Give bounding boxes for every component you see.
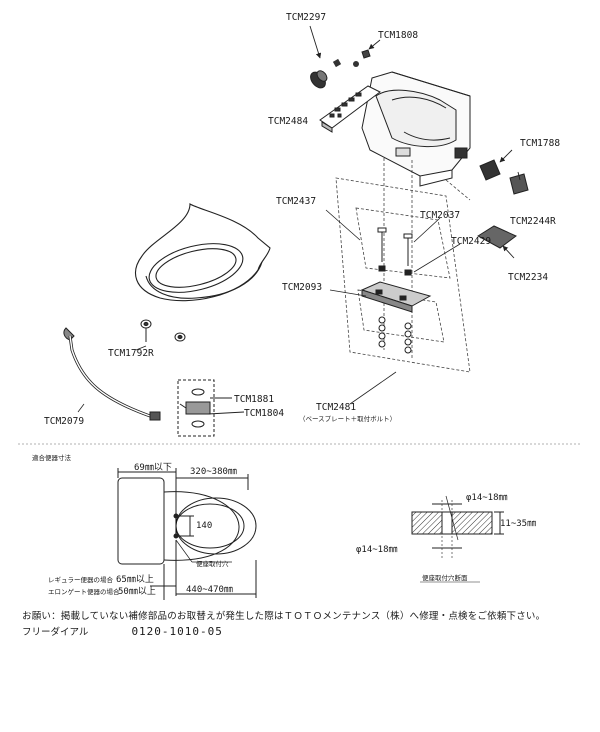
label-tcm2234: TCM2234 bbox=[508, 272, 548, 283]
label-tcm2037: TCM2037 bbox=[420, 210, 460, 221]
control-panel bbox=[319, 85, 381, 133]
seat-dimension-text: 69㎜以下 320~380㎜ 140 便座取付穴 レギュラー便器の場合 65㎜以… bbox=[48, 463, 237, 597]
label-tcm1881: TCM1881 bbox=[234, 394, 274, 405]
side-cover-part bbox=[477, 225, 517, 249]
regular-label: レギュラー便器の場合 bbox=[48, 575, 114, 584]
repair-note: お願い：掲載していない補修部品のお取替えが発生した際はＴＯＴＯメンテナンス（株）… bbox=[22, 611, 546, 622]
label-tcm2481-sub: （ベースプレート＋取付ボルト） bbox=[299, 414, 396, 423]
regular-value: 65㎜以上 bbox=[116, 574, 154, 585]
knob-part bbox=[310, 70, 328, 89]
seat-rubber-feet bbox=[140, 319, 186, 342]
screw-part bbox=[332, 58, 359, 68]
dim-320-380: 320~380㎜ bbox=[190, 467, 237, 477]
part-labels: TCM2297 TCM1808 TCM2484 TCM1788 TCM2244R… bbox=[44, 12, 560, 427]
seat-dimension-drawing bbox=[117, 468, 257, 600]
label-tcm2437: TCM2437 bbox=[276, 196, 316, 207]
hole-label: 便座取付穴 bbox=[196, 559, 229, 568]
elongated-label: エロンゲート便器の場合 bbox=[48, 587, 120, 596]
bolts bbox=[377, 227, 413, 354]
dim-140: 140 bbox=[196, 521, 212, 531]
label-tcm2481: TCM2481 bbox=[316, 402, 356, 413]
washlet-main-unit bbox=[361, 71, 471, 187]
small-cap-part bbox=[361, 49, 371, 59]
label-tcm1808: TCM1808 bbox=[378, 30, 418, 41]
center-leaders bbox=[325, 209, 461, 405]
hole-section-drawing bbox=[411, 495, 504, 560]
free-dial-number: 0120-1010-05 bbox=[131, 625, 223, 638]
label-tcm1804: TCM1804 bbox=[244, 408, 284, 419]
hole-thickness: 11~35㎜ bbox=[500, 519, 536, 529]
label-tcm2297: TCM2297 bbox=[286, 12, 326, 23]
label-tcm1788: TCM1788 bbox=[520, 138, 560, 149]
dim-69: 69㎜以下 bbox=[134, 463, 172, 473]
dim-440-470: 440~470㎜ bbox=[186, 585, 233, 595]
label-tcm2244r: TCM2244R bbox=[510, 216, 556, 227]
label-tcm2093: TCM2093 bbox=[282, 282, 322, 293]
dimensions-title: 適合便器寸法 bbox=[32, 453, 72, 462]
valve-assembly bbox=[177, 379, 245, 437]
label-tcm1792r: TCM1792R bbox=[108, 348, 154, 359]
water-hose bbox=[63, 327, 161, 421]
label-tcm2079: TCM2079 bbox=[44, 416, 84, 427]
label-tcm2429: TCM2429 bbox=[451, 236, 491, 247]
seat-leaders bbox=[77, 345, 147, 413]
hole-section-text: φ14~18㎜ 11~35㎜ φ14~18㎜ 便座取付穴断面 bbox=[356, 493, 536, 583]
free-dial-label: フリーダイアル bbox=[22, 627, 89, 638]
toilet-seat bbox=[135, 203, 271, 302]
label-tcm2484: TCM2484 bbox=[268, 116, 308, 127]
leader-arrows bbox=[309, 25, 521, 259]
elongated-value: 50㎜以上 bbox=[118, 586, 156, 597]
base-plate bbox=[360, 281, 432, 313]
nozzle-cover-part bbox=[479, 159, 529, 195]
base-plate-dashed bbox=[335, 158, 471, 373]
hole-section-caption: 便座取付穴断面 bbox=[422, 573, 468, 582]
hole-phi-bottom: φ14~18㎜ bbox=[356, 545, 398, 555]
hole-phi-top: φ14~18㎜ bbox=[466, 493, 508, 503]
free-dial: フリーダイアル 0120-1010-05 bbox=[22, 624, 223, 638]
